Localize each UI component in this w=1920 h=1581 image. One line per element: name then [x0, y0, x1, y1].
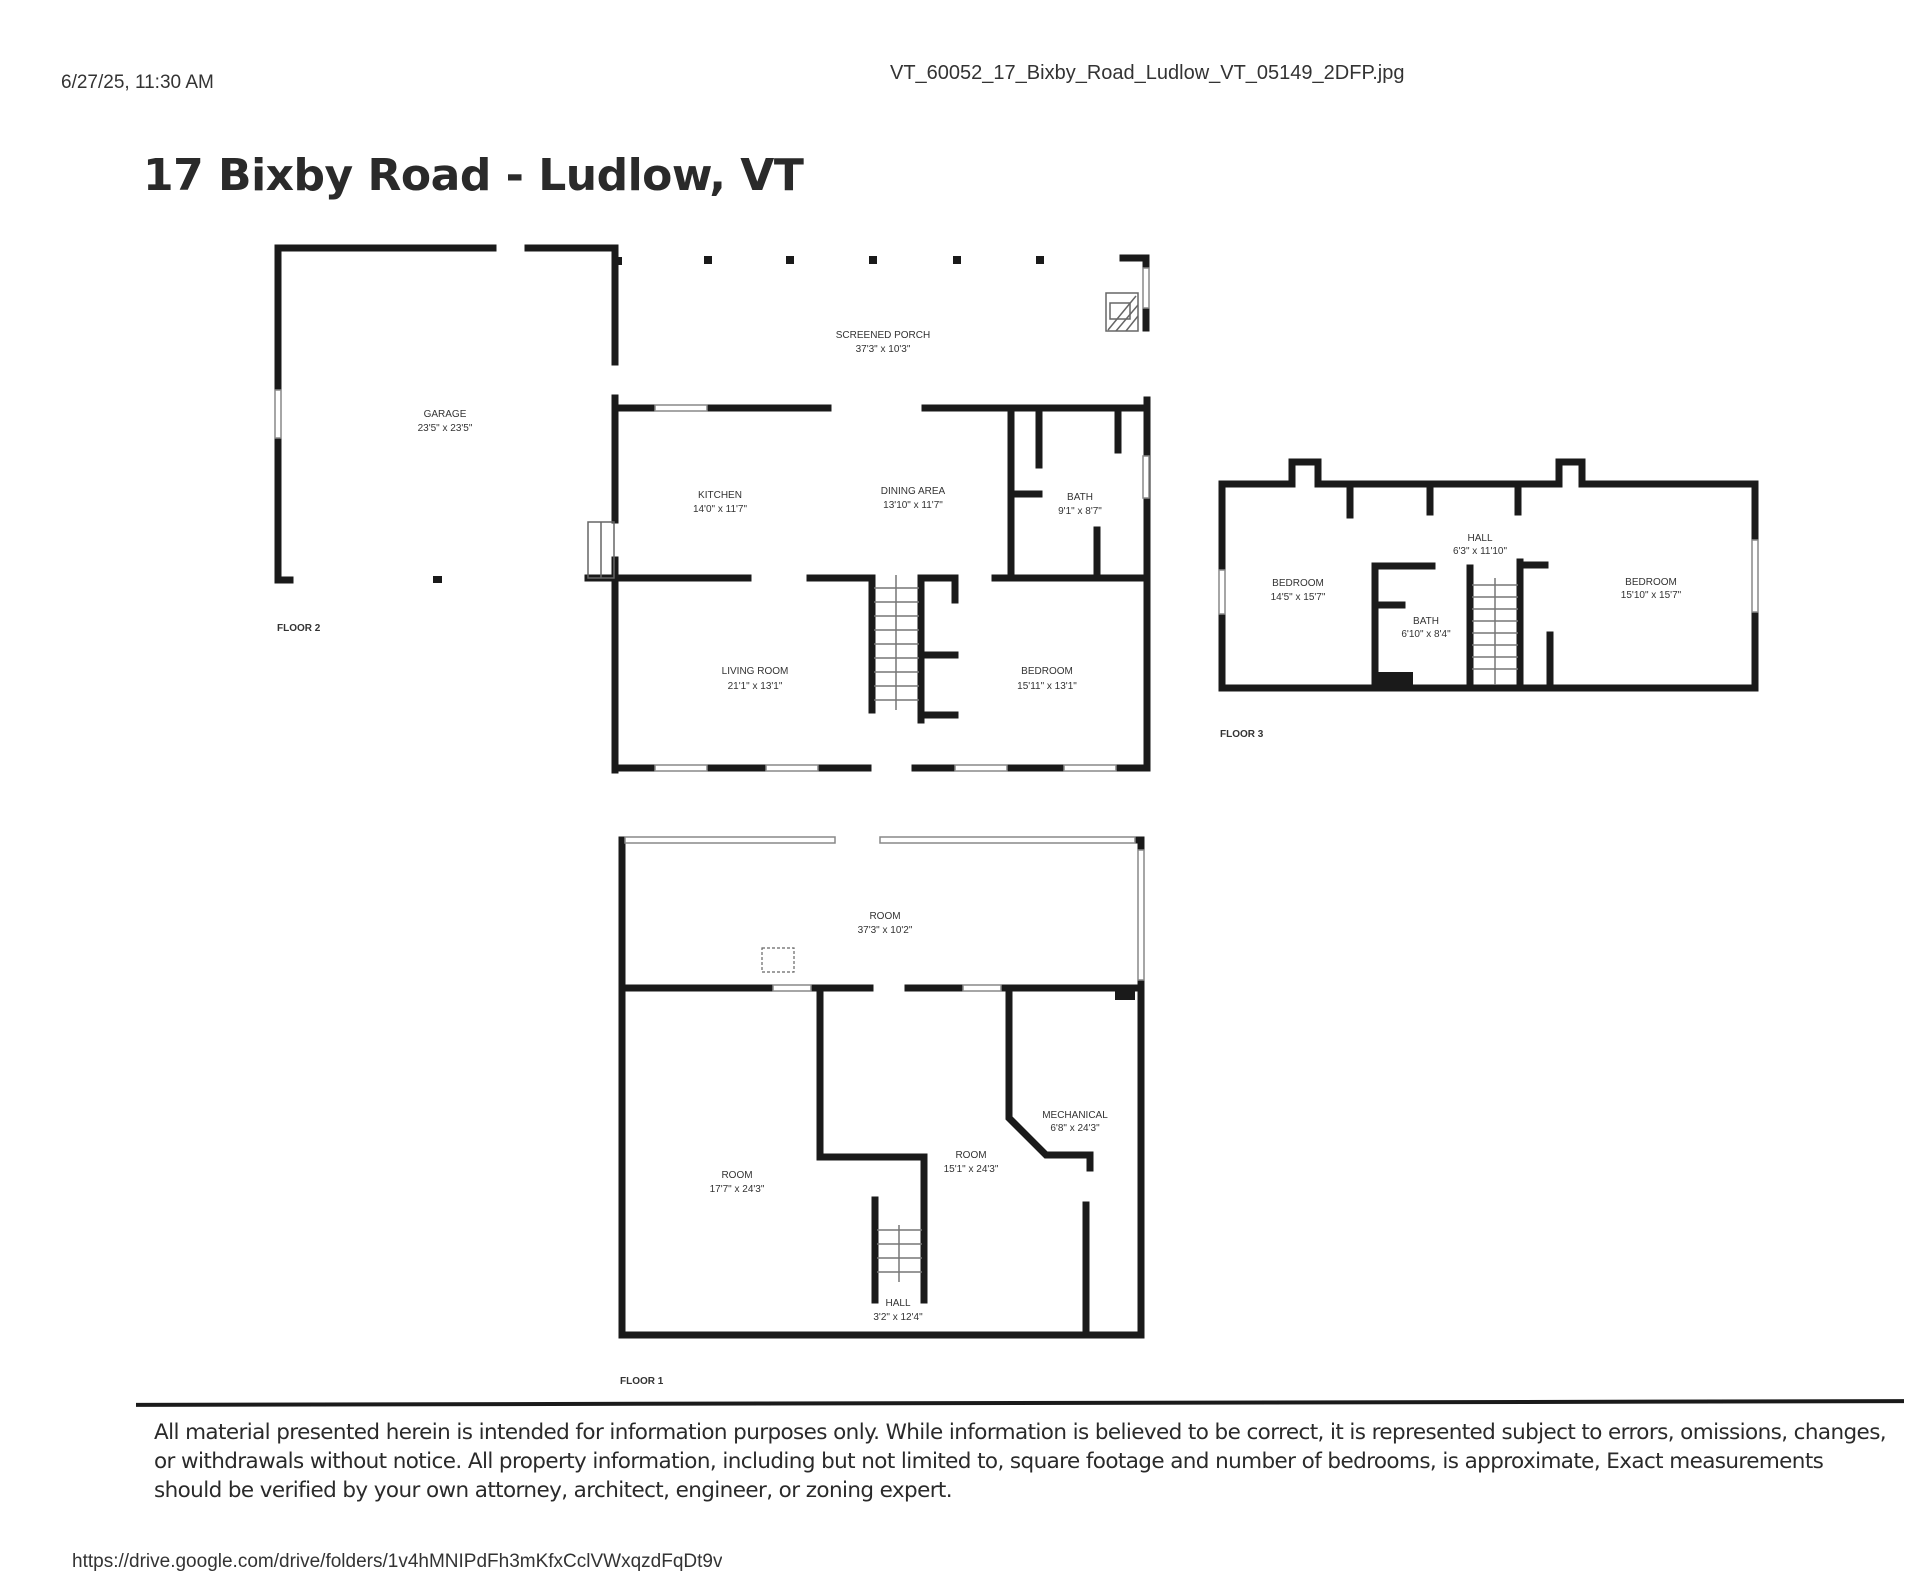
- print-datetime: 6/27/25, 11:30 AM: [61, 72, 214, 93]
- room-size: 6'8" x 24'3": [1050, 1123, 1100, 1134]
- floor-label: FLOOR 2: [277, 623, 321, 634]
- room-label: BATH: [1067, 492, 1093, 503]
- room-size: 14'0" x 11'7": [693, 504, 748, 515]
- room-size: 23'5" x 23'5": [418, 423, 473, 434]
- room-label: GARAGE: [424, 409, 467, 420]
- room-label: BEDROOM: [1272, 578, 1324, 589]
- room-label: ROOM: [955, 1150, 986, 1161]
- room-label: BEDROOM: [1625, 577, 1677, 588]
- room-label: DINING AREA: [881, 486, 946, 497]
- floor-2-labels: GARAGE 23'5" x 23'5" SCREENED PORCH 37'3…: [277, 330, 1102, 692]
- room-label: SCREENED PORCH: [836, 330, 930, 341]
- floor-label: FLOOR 1: [620, 1376, 664, 1387]
- garage-entry-steps: [587, 521, 615, 579]
- disclaimer-text: All material presented herein is intende…: [154, 1420, 1887, 1503]
- room-size: 14'5" x 15'7": [1271, 592, 1326, 603]
- stairs-floor-2: [874, 575, 919, 710]
- footer-url: https://drive.google.com/drive/folders/1…: [72, 1551, 723, 1571]
- stairs-floor-1: [877, 1225, 922, 1282]
- stairs-floor-3: [1472, 578, 1518, 685]
- room-size: 15'10" x 15'7": [1621, 590, 1682, 601]
- room-size: 9'1" x 8'7": [1058, 506, 1102, 517]
- room-size: 3'2" x 12'4": [873, 1312, 923, 1323]
- room-label: BEDROOM: [1021, 666, 1073, 677]
- room-size: 15'11" x 13'1": [1017, 681, 1077, 692]
- floor-3-walls: [1218, 458, 1759, 692]
- room-label: BATH: [1413, 616, 1439, 627]
- floor-1-labels: ROOM 37'3" x 10'2" ROOM 17'7" x 24'3" RO…: [620, 911, 1108, 1387]
- floor-1-fixture: [761, 947, 795, 973]
- room-size: 37'3" x 10'3": [856, 344, 911, 355]
- print-file-name: VT_60052_17_Bixby_Road_Ludlow_VT_05149_2…: [890, 62, 1405, 84]
- room-size: 6'10" x 8'4": [1401, 629, 1451, 640]
- porch-posts: [433, 256, 1413, 1000]
- room-label: LIVING ROOM: [722, 666, 789, 677]
- room-label: HALL: [885, 1298, 910, 1309]
- room-label: MECHANICAL: [1042, 1110, 1108, 1121]
- fireplace-icon: [1105, 292, 1139, 332]
- room-label: ROOM: [869, 911, 900, 922]
- room-size: 37'3" x 10'2": [858, 925, 913, 936]
- room-size: 17'7" x 24'3": [710, 1184, 765, 1195]
- room-size: 15'1" x 24'3": [944, 1164, 999, 1175]
- room-size: 21'1" x 13'1": [728, 681, 783, 692]
- room-label: KITCHEN: [698, 490, 742, 501]
- page-title: 17 Bixby Road - Ludlow, VT: [143, 150, 804, 201]
- room-size: 13'10" x 11'7": [883, 500, 943, 511]
- room-label: HALL: [1467, 533, 1492, 544]
- floor-label: FLOOR 3: [1220, 729, 1264, 740]
- room-size: 6'3" x 11'10": [1453, 546, 1508, 557]
- floor-3-labels: BEDROOM 14'5" x 15'7" HALL 6'3" x 11'10"…: [1220, 533, 1682, 740]
- window-marks: [274, 267, 1759, 992]
- room-label: ROOM: [721, 1170, 752, 1181]
